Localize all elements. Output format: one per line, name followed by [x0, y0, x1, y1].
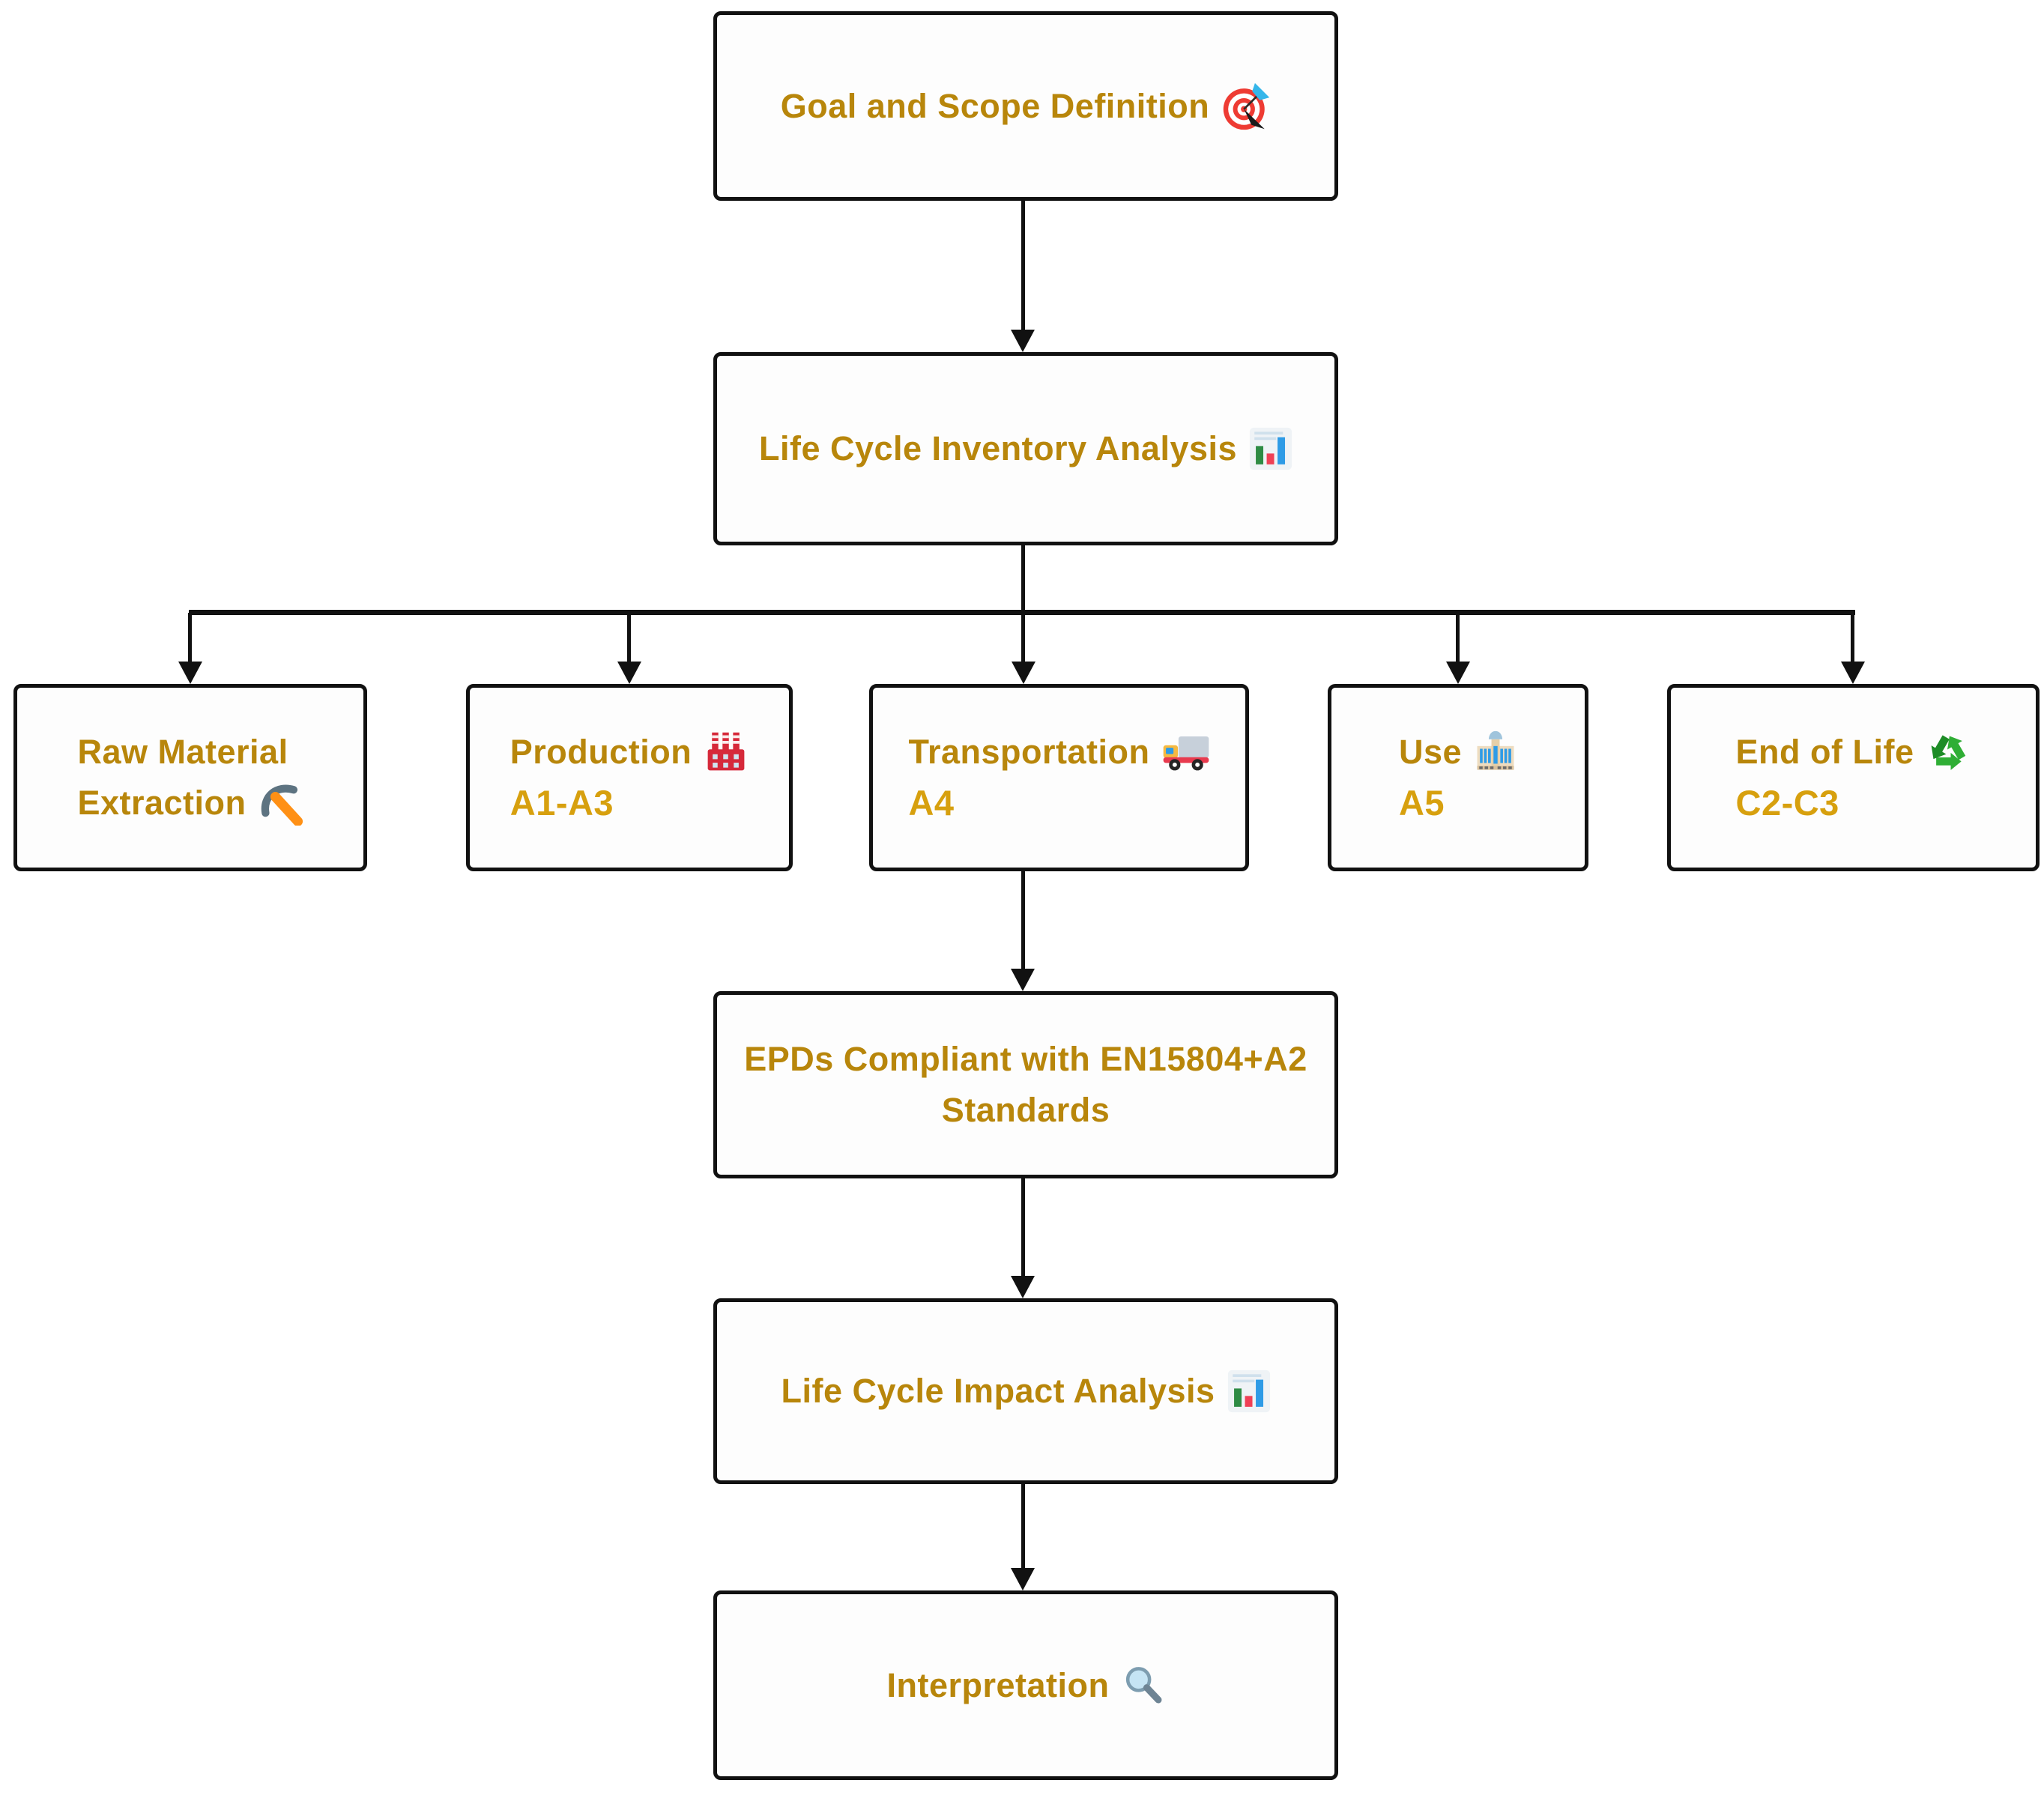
node-label: EPDs Compliant with EN15804+A2: [744, 1040, 1307, 1078]
line-vertical: [1851, 613, 1854, 663]
arrowhead: [1011, 969, 1035, 991]
node-label: Use: [1398, 733, 1463, 771]
arrowhead: [1841, 662, 1865, 684]
line-vertical: [1021, 613, 1025, 663]
node-goal-and-scope-definition: Goal and Scope Definition: [713, 11, 1338, 201]
node-label: Goal and Scope Definition: [780, 86, 1210, 125]
arrowhead: [1012, 662, 1035, 684]
truck-icon: [1163, 736, 1209, 771]
target-icon: [1224, 82, 1270, 130]
line-vertical: [188, 613, 192, 663]
node-label: Transportation: [908, 733, 1150, 771]
node-interpretation: Interpretation: [713, 1590, 1338, 1780]
bar-chart-icon: [1249, 427, 1292, 470]
pick-icon: [261, 784, 303, 826]
arrowhead: [1011, 1276, 1035, 1298]
line-vertical: [1021, 1178, 1025, 1278]
node-code: A5: [1398, 783, 1445, 823]
factory-icon: [707, 732, 745, 771]
node-label: Production: [510, 733, 692, 771]
arrowhead: [1011, 330, 1035, 352]
line-vertical: [1021, 1484, 1025, 1570]
line-vertical: [1021, 871, 1025, 971]
line-vertical: [1456, 613, 1460, 663]
node-transportation: Transportation A4: [869, 684, 1249, 871]
node-end-of-life: End of Life C2-C3: [1667, 684, 2040, 871]
node-code: A1-A3: [510, 783, 614, 823]
bar-chart-icon: [1227, 1369, 1270, 1413]
node-raw-material-extraction: Raw Material Extraction: [13, 684, 367, 871]
line-vertical: [1021, 545, 1025, 613]
node-life-cycle-impact-analysis: Life Cycle Impact Analysis: [713, 1298, 1338, 1484]
node-label: Standards: [941, 1091, 1110, 1129]
node-label: Extraction: [77, 784, 247, 822]
node-production: Production A1-A3: [466, 684, 793, 871]
line-vertical: [627, 613, 631, 663]
bank-building-icon: [1477, 730, 1514, 770]
node-code: A4: [908, 783, 955, 823]
arrowhead: [178, 662, 202, 684]
line-vertical: [1021, 201, 1025, 332]
arrowhead: [1011, 1568, 1035, 1590]
node-epd-standards: EPDs Compliant with EN15804+A2 Standards: [713, 991, 1338, 1178]
node-label: Life Cycle Impact Analysis: [781, 1372, 1215, 1410]
node-label: Life Cycle Inventory Analysis: [758, 429, 1238, 467]
node-label: Interpretation: [886, 1665, 1110, 1704]
node-life-cycle-inventory-analysis: Life Cycle Inventory Analysis: [713, 352, 1338, 545]
recycle-icon: [1932, 735, 1966, 770]
node-code: C2-C3: [1735, 783, 1839, 823]
magnifier-icon: [1125, 1666, 1161, 1704]
arrowhead: [617, 662, 641, 684]
node-use: Use A5: [1328, 684, 1588, 871]
node-label: End of Life: [1735, 733, 1914, 771]
node-label: Raw Material: [77, 733, 288, 771]
line-horizontal: [189, 610, 1855, 615]
arrowhead: [1446, 662, 1470, 684]
